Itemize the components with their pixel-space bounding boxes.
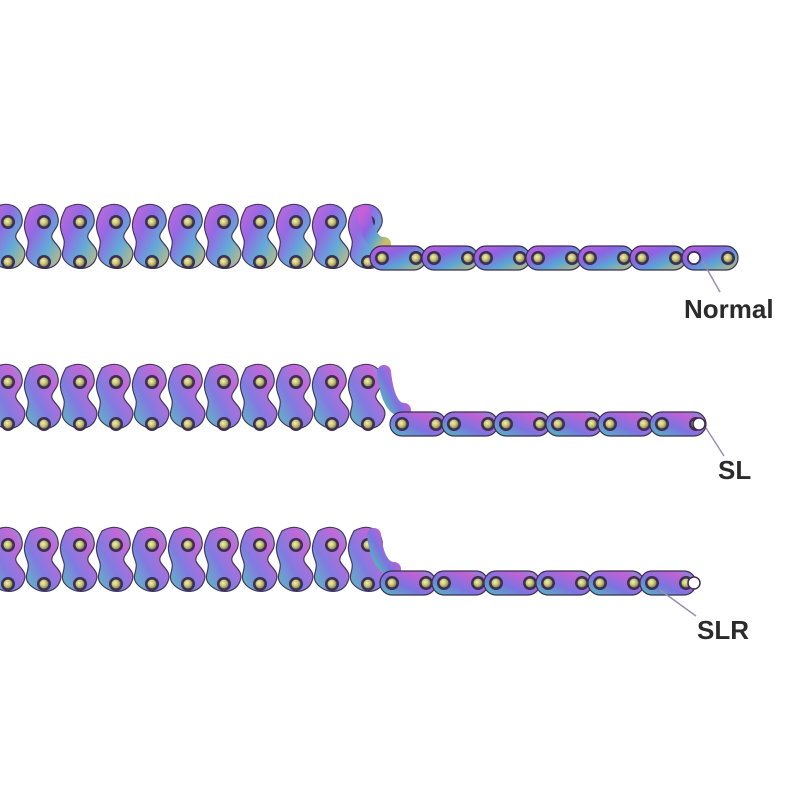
chain-label-normal: Normal <box>684 294 774 324</box>
chain-label-sl: SL <box>718 455 752 485</box>
leader-line-slr <box>659 589 697 617</box>
chain-normal <box>0 203 739 293</box>
chain-slr <box>0 526 701 617</box>
chain-label-slr: SLR <box>697 615 749 645</box>
chain-sl <box>0 363 725 457</box>
leader-line-sl <box>705 427 725 457</box>
leader-line-normal <box>702 261 721 293</box>
